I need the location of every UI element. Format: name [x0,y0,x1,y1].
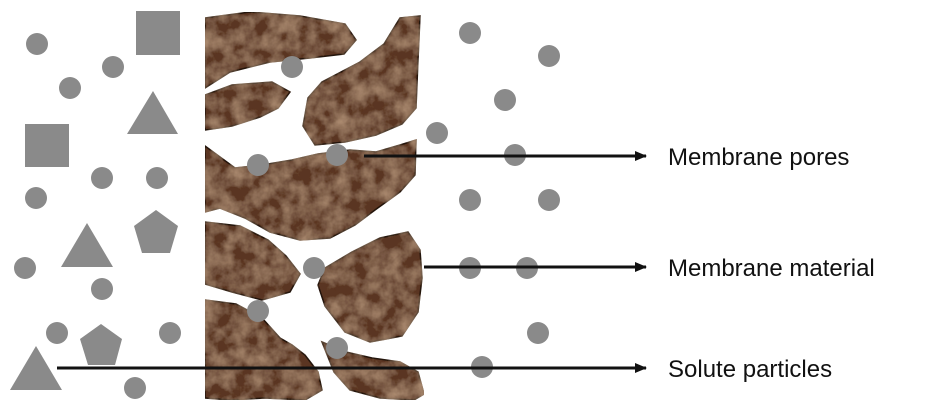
particle-triangle [61,223,113,267]
particle-circle [124,377,146,399]
particle-pentagon [134,210,178,253]
label-solute-particles: Solute particles [668,356,832,383]
label-membrane-pores: Membrane pores [668,144,849,171]
membrane-fragment [205,82,290,130]
particle-circle [25,187,47,209]
particle-square [25,124,69,167]
membrane-fragment [318,232,422,342]
particle-circle [91,278,113,300]
particle-triangle [127,91,178,134]
membrane-material [205,12,424,400]
particle-circle [527,322,549,344]
particle-circle [459,22,481,44]
particle-triangle [10,346,62,390]
particle-circle [247,154,269,176]
particle-circle [146,167,168,189]
particle-circle [303,257,325,279]
particle-circle [326,144,348,166]
particle-circle [459,189,481,211]
particle-circle [426,122,448,144]
label-membrane-material: Membrane material [668,255,875,282]
particle-circle [46,322,68,344]
particle-circle [494,89,516,111]
particle-circle [26,33,48,55]
particle-circle [159,322,181,344]
particle-circle [91,167,113,189]
particle-circle [59,77,81,99]
particle-circle [247,300,269,322]
particle-circle [538,45,560,67]
particle-circle [281,56,303,78]
particle-circle [326,337,348,359]
particle-circle [102,56,124,78]
particle-circle [538,189,560,211]
particle-square [136,11,180,55]
particle-pentagon [80,324,122,365]
particle-circle [14,257,36,279]
